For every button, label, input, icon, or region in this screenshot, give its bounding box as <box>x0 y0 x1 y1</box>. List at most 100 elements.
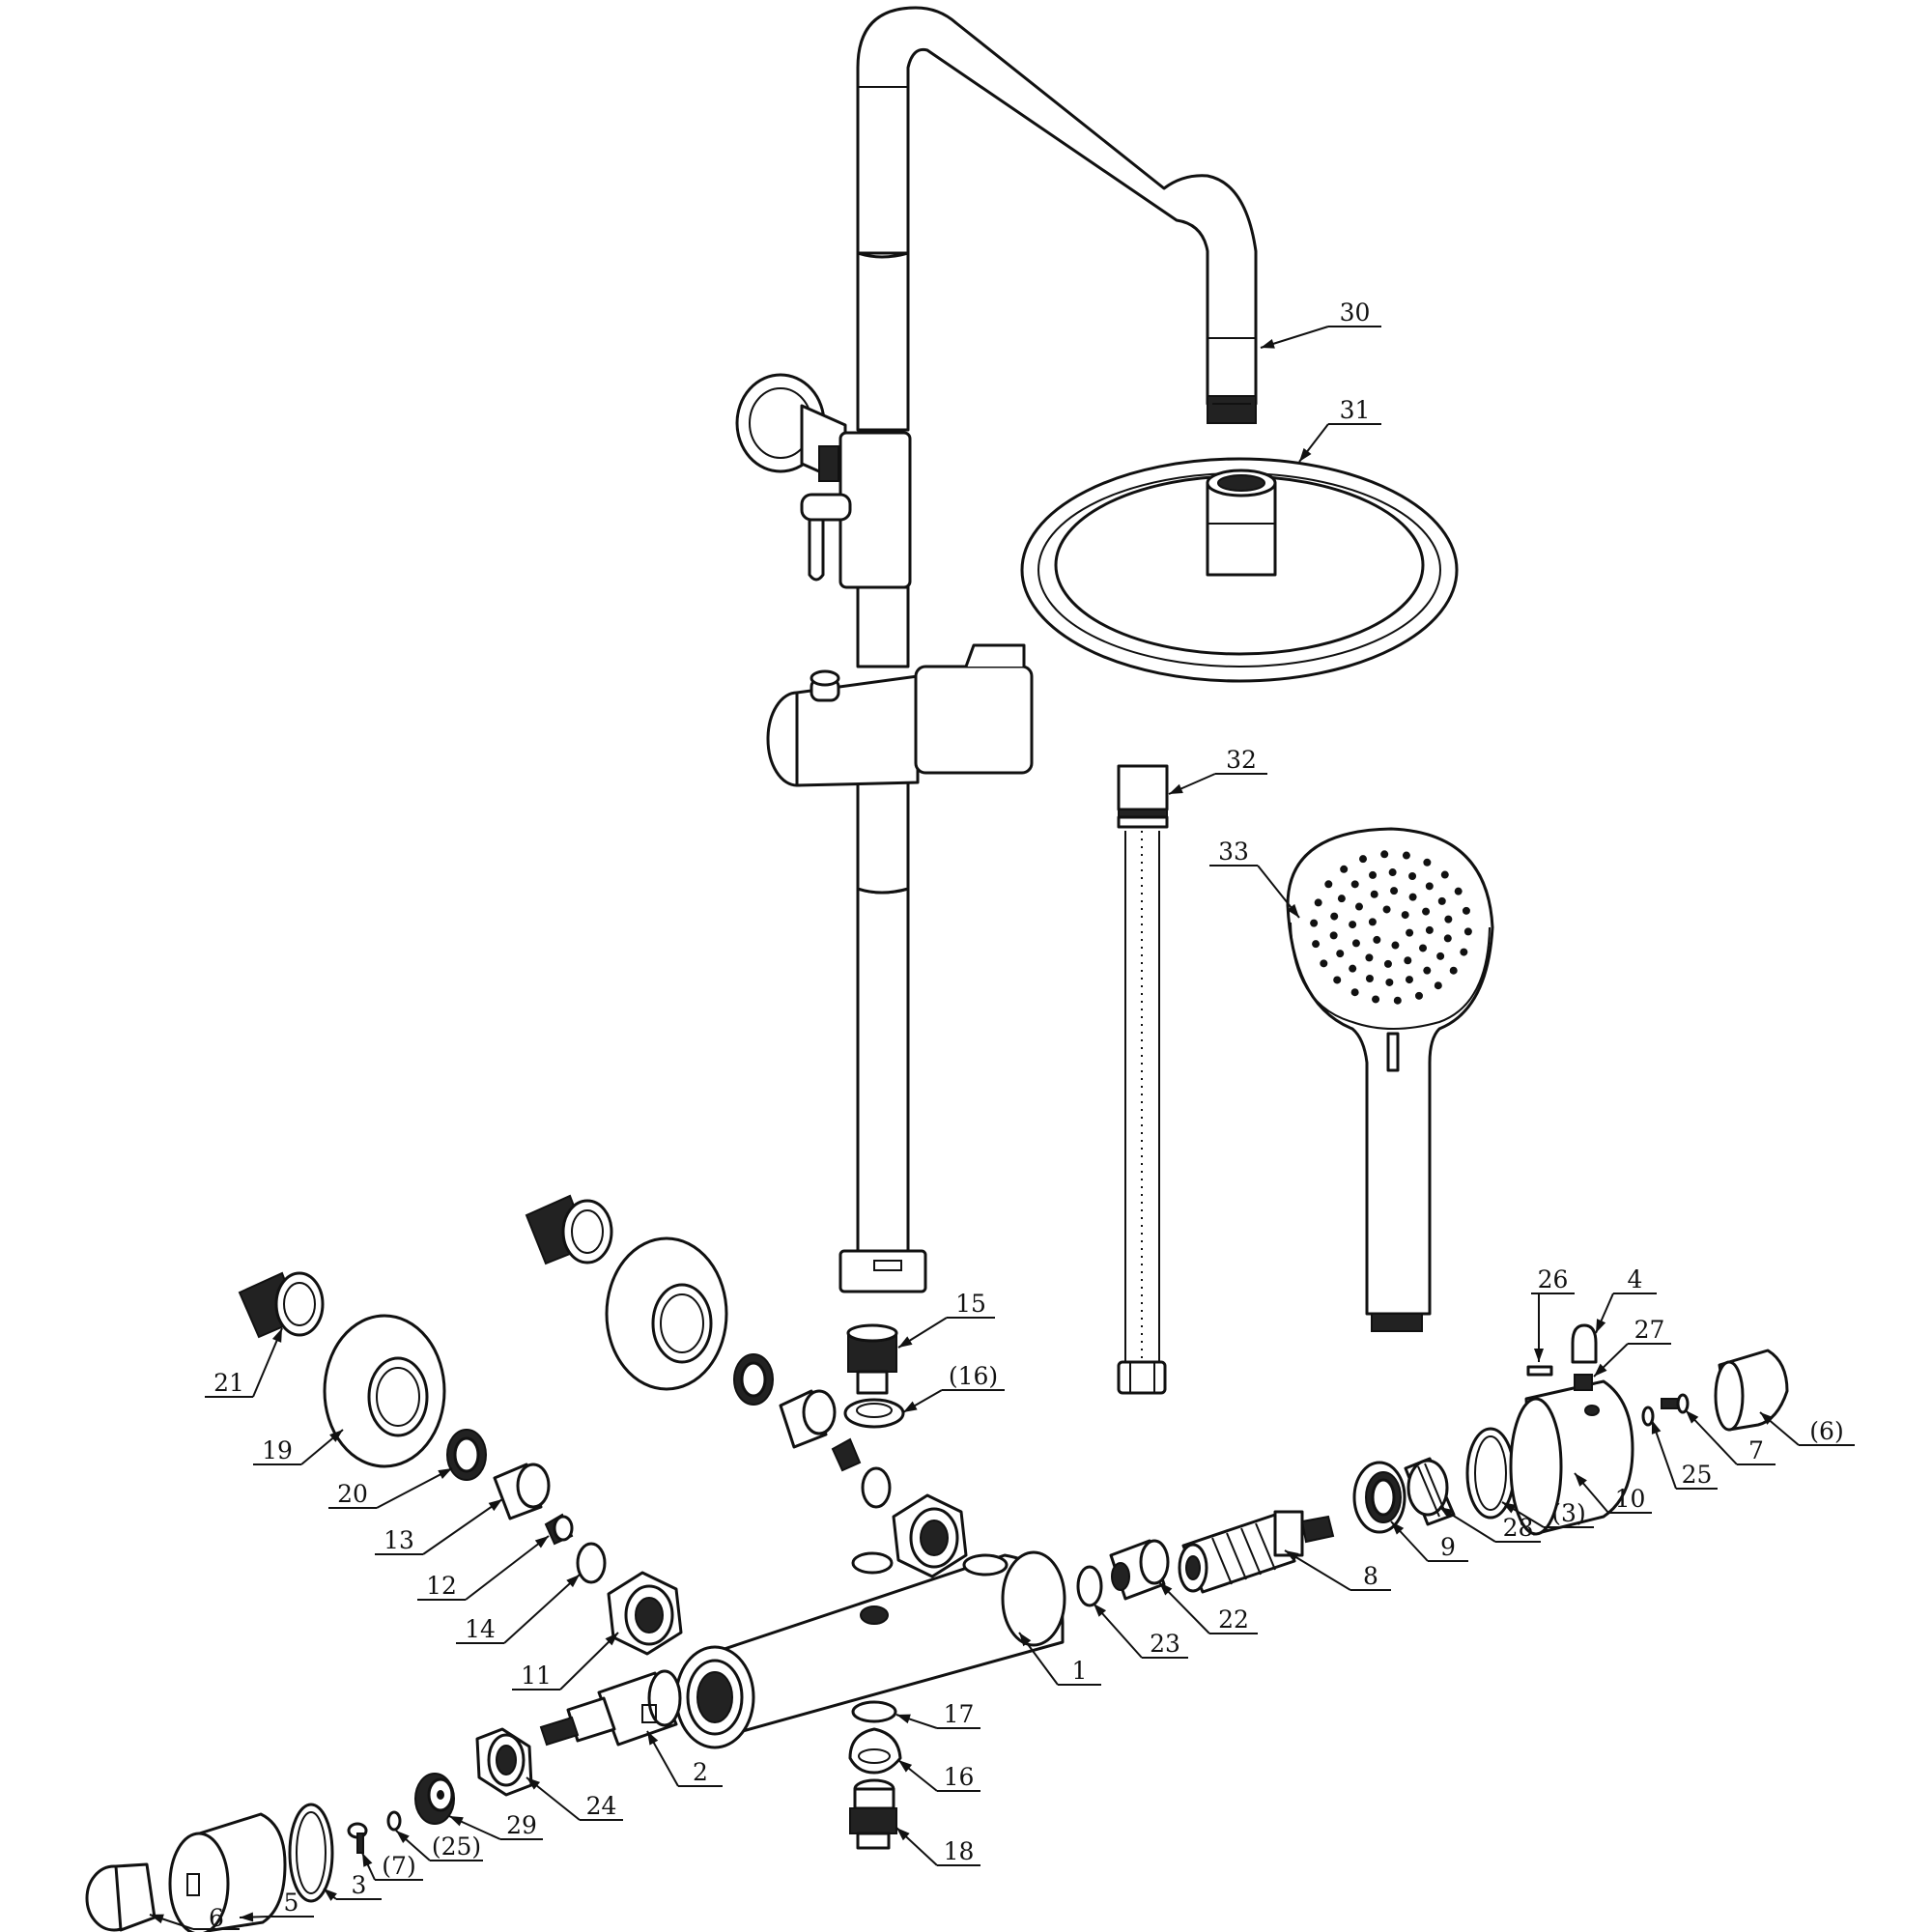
nozzle-hole <box>1402 851 1410 860</box>
filter-part-12 <box>544 1513 574 1546</box>
nozzle-hole <box>1425 925 1434 934</box>
nozzle-hole <box>1370 890 1378 898</box>
nozzle-hole <box>1463 927 1472 936</box>
nozzle-hole <box>1385 978 1394 986</box>
callout-arrow-c3 <box>324 1889 337 1901</box>
callout-arrow-c11 <box>605 1633 618 1646</box>
callout-label-c26: 26 <box>1538 1265 1569 1293</box>
callout-arrow-c31 <box>1299 447 1312 462</box>
small-screw-part-7-lower <box>347 1822 368 1854</box>
callout-label-c25: 25 <box>1682 1461 1713 1489</box>
o-ring-part-17 <box>851 1700 897 1723</box>
callout-arrow-c23 <box>1094 1604 1107 1617</box>
callout-label-c30: 30 <box>1340 298 1371 327</box>
adapter-part-29 <box>414 1773 455 1825</box>
nozzle-hole <box>1350 880 1359 889</box>
nozzle-hole <box>1434 981 1442 990</box>
callout-leader-c14 <box>503 1574 581 1644</box>
nozzle-hole <box>1373 935 1381 944</box>
shower-hose-part-32 <box>1117 764 1169 1395</box>
callout-label-c33: 33 <box>1218 838 1249 866</box>
callout-arrow-c24 <box>526 1777 541 1790</box>
nut-part-24 <box>475 1727 533 1797</box>
callout-arrow-c15 <box>898 1336 913 1348</box>
callout-label-c5: 5 <box>284 1889 299 1917</box>
small-screw-part-7-upper <box>1661 1393 1690 1414</box>
callout-leader-c12 <box>465 1535 550 1601</box>
callout-arrow-c16a <box>903 1401 918 1412</box>
nozzle-hole <box>1380 850 1389 859</box>
riser-lower-end <box>838 1249 927 1293</box>
callout-arrow-c33 <box>1287 903 1299 918</box>
nozzle-hole <box>1314 898 1322 907</box>
nozzle-hole <box>1462 906 1470 915</box>
callout-label-c6: 6 <box>209 1904 224 1932</box>
nozzle-hole <box>1419 944 1428 952</box>
callout-label-c13: 13 <box>384 1526 414 1554</box>
nozzle-hole <box>1437 896 1446 905</box>
callout-label-c22: 22 <box>1218 1605 1249 1634</box>
adapter-part-22 <box>1109 1539 1170 1601</box>
nozzle-hole <box>1312 940 1321 949</box>
nozzle-hole <box>1408 871 1417 880</box>
nozzle-hole <box>1324 880 1333 889</box>
connector-part-15 <box>846 1323 898 1395</box>
callout-label-c25a: (25) <box>432 1833 481 1861</box>
callout-arrow-c10 <box>1575 1473 1587 1487</box>
end-cap-part-6-upper <box>1714 1349 1789 1432</box>
callout-arrow-c12 <box>534 1536 549 1548</box>
callout-label-c8: 8 <box>1363 1562 1378 1590</box>
callout-arrow-c25a <box>396 1831 410 1844</box>
nozzle-hole <box>1330 912 1339 921</box>
nozzle-hole <box>1404 956 1412 965</box>
callout-arrow-c32 <box>1169 783 1183 794</box>
nozzle-hole <box>1310 919 1319 927</box>
callout-leaders <box>149 326 1855 1930</box>
callout-arrow-c14 <box>566 1575 580 1588</box>
callout-arrow-c21 <box>271 1328 282 1343</box>
callout-label-c11: 11 <box>521 1662 552 1690</box>
callout-label-c24: 24 <box>586 1792 617 1820</box>
nozzle-hole <box>1365 975 1374 983</box>
nozzle-hole <box>1351 939 1360 948</box>
callout-label-c1: 1 <box>1072 1657 1088 1685</box>
callout-arrow-c17 <box>896 1714 911 1724</box>
callout-label-c18: 18 <box>944 1837 975 1865</box>
nozzle-hole <box>1388 868 1397 877</box>
nozzle-hole <box>1333 976 1342 984</box>
callout-label-c15: 15 <box>955 1290 986 1318</box>
callout-label-c20: 20 <box>337 1480 368 1508</box>
o-ring-part-3-lower <box>288 1803 334 1903</box>
washer-part-25-lower <box>386 1810 402 1832</box>
callout-label-c14: 14 <box>465 1615 496 1643</box>
eccentric-union-part-21 <box>238 1271 325 1339</box>
callout-label-c6a: (6) <box>1809 1417 1843 1445</box>
nozzle-hole <box>1423 858 1432 867</box>
callout-label-c29: 29 <box>506 1811 537 1839</box>
washer-part-25-upper <box>1641 1406 1655 1427</box>
handle-part-5 <box>168 1812 287 1932</box>
nozzle-hole <box>1383 959 1392 968</box>
callout-arrow-c6a <box>1760 1412 1774 1425</box>
nozzle-hole <box>1401 911 1409 920</box>
callout-arrow-c9 <box>1391 1521 1405 1535</box>
o-ring-part-14 <box>576 1542 607 1584</box>
callout-leader-c11 <box>559 1632 619 1690</box>
spray-nozzles <box>1310 850 1472 1005</box>
nozzle-hole <box>1337 895 1346 903</box>
button-part-4 <box>1571 1323 1598 1364</box>
thermostatic-cartridge-part-8 <box>1178 1510 1335 1594</box>
nozzle-hole <box>1350 988 1359 997</box>
retaining-ring-part-9 <box>1352 1461 1406 1534</box>
callout-arrow-c7a <box>362 1853 373 1867</box>
pin-part-26 <box>1526 1365 1553 1377</box>
hex-nut-part-11 <box>607 1571 683 1656</box>
nozzle-hole <box>1369 870 1378 879</box>
nozzle-hole <box>1444 915 1453 923</box>
callout-arrow-c25 <box>1651 1420 1662 1435</box>
nozzle-hole <box>1423 966 1432 975</box>
washer-part-16 <box>848 1727 902 1775</box>
eccentric-union <box>525 1194 613 1265</box>
left-inlet-parts <box>238 1271 683 1656</box>
callout-label-c9: 9 <box>1440 1533 1456 1561</box>
